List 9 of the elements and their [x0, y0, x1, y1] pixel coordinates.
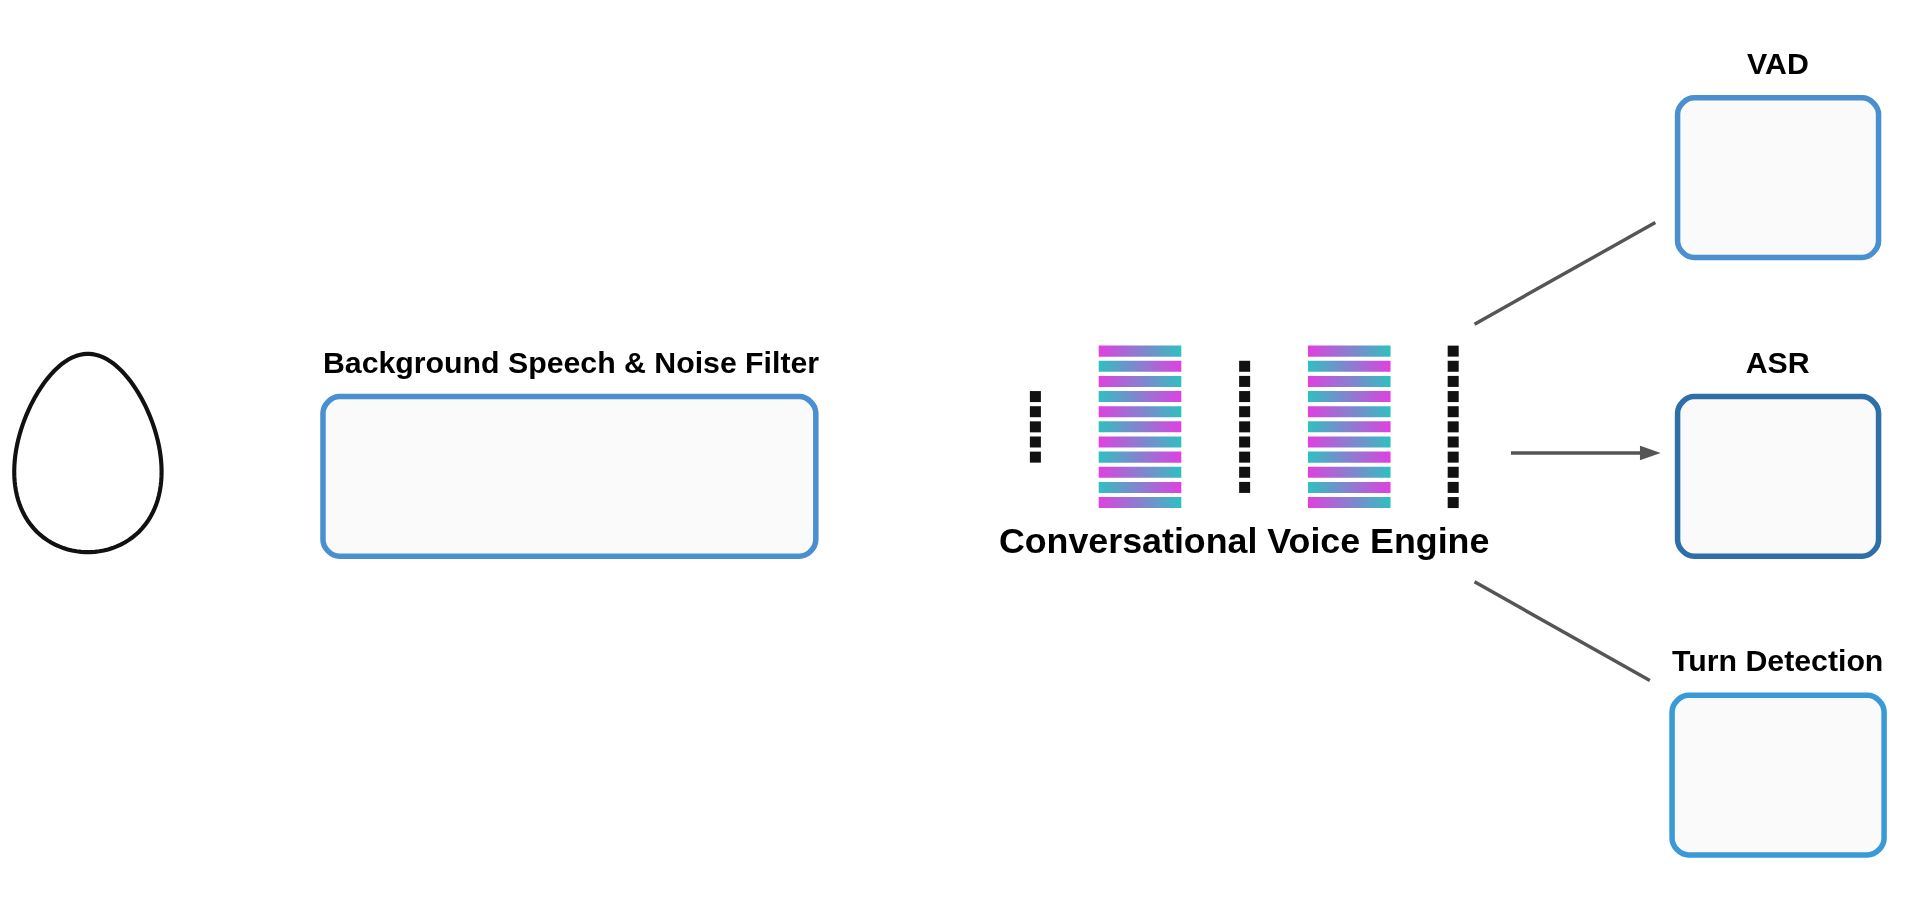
- node-label: Conversational Voice Engine: [998, 521, 1490, 562]
- node-label: ASR: [1745, 345, 1810, 379]
- node-label: Turn Detection: [1672, 644, 1884, 678]
- node-label: VAD: [1747, 46, 1809, 80]
- connector: [1473, 221, 1657, 326]
- arrow: [1511, 445, 1661, 461]
- node-label: Background Speech & Noise Filter: [322, 345, 820, 379]
- connector: [1473, 580, 1651, 682]
- node-person: [12, 351, 164, 555]
